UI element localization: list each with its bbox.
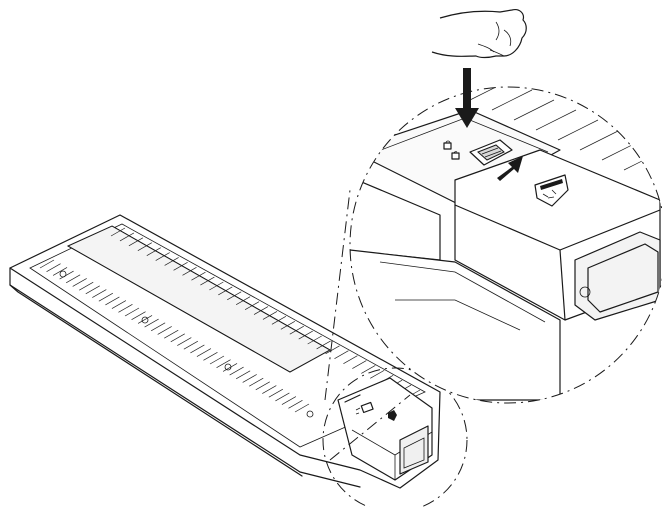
cooling-fin: [249, 377, 264, 387]
cooling-fin: [164, 329, 179, 339]
cooling-fin: [79, 281, 94, 291]
cooling-fin: [242, 374, 257, 383]
cooling-fin: [59, 270, 74, 280]
cooling-fin: [173, 262, 188, 271]
cooling-fin: [128, 237, 144, 247]
cooling-fin: [289, 325, 304, 335]
cooling-fin: [294, 403, 310, 413]
magnifier-circle-border: [349, 86, 662, 404]
cooling-fin: [39, 259, 55, 269]
cooling-fin: [222, 363, 238, 372]
slide-latch-button: [469, 139, 513, 166]
mounting-bracket-small: [337, 377, 433, 481]
cooling-fin: [177, 337, 192, 346]
cooling-fin: [361, 365, 376, 374]
cooling-fin: [275, 392, 290, 402]
detail-source-circle: [322, 367, 468, 507]
arrow-down-icon: [455, 68, 479, 128]
cooling-fin: [307, 335, 322, 345]
cooling-fin: [196, 348, 212, 357]
cooling-fin: [280, 320, 296, 330]
luminaire-housing: [9, 214, 441, 489]
arrow-slide-icon: [497, 156, 523, 181]
zoom-cooling-fin: [513, 99, 555, 121]
cooling-fin: [119, 232, 135, 242]
cooling-fin: [209, 355, 225, 365]
cooling-fin: [157, 326, 172, 335]
cooling-fin: [146, 247, 161, 256]
cooling-fin: [52, 267, 68, 276]
zoom-cooling-fin: [579, 129, 621, 151]
cooling-fin: [155, 252, 170, 261]
brand-shield-logo-icon: [534, 174, 569, 207]
cooling-fin: [105, 296, 120, 306]
cooling-fin: [262, 385, 277, 394]
cooling-fin: [281, 396, 297, 405]
lock-symbol-icon: [443, 140, 460, 160]
cooling-fin: [170, 333, 185, 343]
cooling-fin: [150, 322, 166, 332]
cooling-fin: [92, 289, 107, 298]
cooling-fin: [182, 266, 197, 276]
cooling-fin: [218, 286, 233, 296]
cooling-fins-lower: [39, 259, 310, 413]
cooling-fin: [137, 242, 152, 252]
cooling-fin: [164, 257, 179, 266]
zoom-cooling-fin: [557, 119, 599, 141]
cooling-fin: [111, 300, 127, 309]
cooling-fin: [370, 370, 385, 379]
cooling-fin: [334, 350, 349, 360]
cooling-fin: [352, 360, 367, 369]
cooling-fin: [65, 274, 81, 284]
cooling-fin: [227, 291, 242, 301]
cooling-fins-upper: [110, 227, 421, 399]
cooling-fin: [183, 340, 199, 350]
cooling-fin: [316, 340, 331, 350]
zoom-cooling-fin: [469, 87, 511, 101]
cooling-fin: [255, 381, 270, 391]
cooling-fin: [288, 400, 303, 409]
cooling-fin: [110, 227, 126, 237]
cooling-fin: [72, 278, 87, 287]
cooling-fin: [235, 370, 251, 380]
cooling-fin: [191, 271, 206, 281]
cooling-fin: [200, 276, 215, 286]
cooling-fin: [209, 281, 224, 291]
cooling-fin: [268, 388, 284, 398]
cooling-fin: [235, 296, 251, 306]
cooling-fin: [343, 355, 358, 364]
cooling-fin: [271, 316, 287, 325]
zoom-cooling-fin: [491, 89, 533, 111]
cooling-fin: [124, 307, 140, 317]
cooling-fin: [203, 352, 218, 361]
cooling-fin: [325, 345, 340, 355]
cooling-fin: [253, 306, 269, 315]
cooling-fin: [137, 315, 153, 324]
cooling-fin: [118, 304, 133, 313]
zoom-cooling-fin: [535, 109, 577, 131]
leader-line-bottom: [329, 394, 411, 461]
cooling-fin: [190, 344, 205, 354]
cooling-fin: [244, 301, 260, 310]
cooling-fin: [144, 318, 159, 328]
detail-magnifier: [322, 86, 662, 507]
cooling-fin: [85, 285, 100, 295]
cooling-fin: [262, 311, 278, 320]
hand-pressing-icon: [431, 9, 527, 59]
spine-screws: [59, 270, 314, 418]
cooling-fin: [131, 311, 146, 320]
cooling-fin: [98, 292, 114, 302]
cooling-fin: [229, 366, 244, 376]
leader-line-left: [324, 189, 351, 401]
cooling-fin: [298, 330, 313, 340]
cooling-fin: [216, 359, 231, 368]
cooling-fin: [46, 263, 61, 272]
